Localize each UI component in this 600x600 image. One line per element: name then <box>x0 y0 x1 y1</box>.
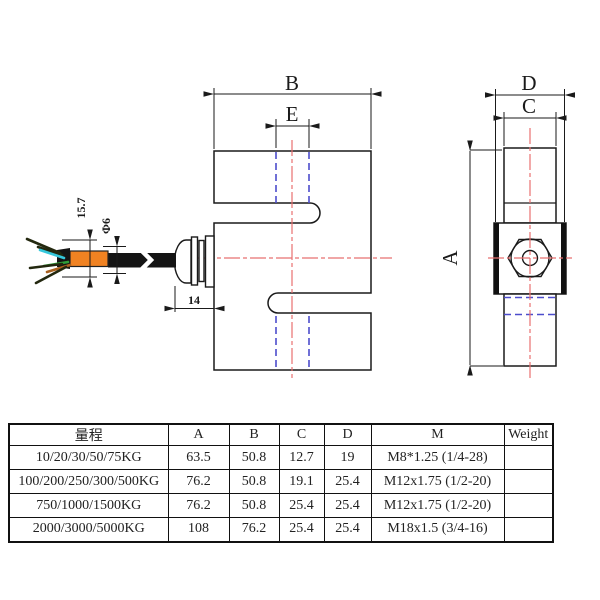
cell-a: 108 <box>167 517 230 542</box>
spec-table: 量程 A B C D M Weight 10/20/30/50/75KG 63.… <box>8 423 554 543</box>
dim-e <box>265 119 320 148</box>
dim-gland-length-label: 14 <box>188 293 200 307</box>
cell-d: 25.4 <box>323 469 372 494</box>
cable-sleeve <box>69 250 109 268</box>
dim-d <box>485 89 575 222</box>
cable-gland <box>173 235 215 288</box>
cable-break-symbol <box>139 248 155 272</box>
table-row: 10/20/30/50/75KG 63.5 50.8 12.7 19 M8*1.… <box>8 445 554 470</box>
cell-d: 19 <box>323 445 372 470</box>
cell-b: 76.2 <box>228 517 280 542</box>
cell-b: 50.8 <box>228 493 280 518</box>
wire-dark-1 <box>25 237 62 255</box>
cell-a: 63.5 <box>167 445 230 470</box>
loadcell-body-outline <box>213 150 372 371</box>
cell-c: 12.7 <box>278 445 325 470</box>
cable <box>108 253 176 268</box>
header-d: D <box>323 423 372 446</box>
dim-cable-length-label: 15.7 <box>74 198 88 219</box>
cell-m: M8*1.25 (1/4-28) <box>370 445 505 470</box>
cell-weight <box>503 517 554 542</box>
dim-c <box>493 112 567 146</box>
dim-b-label: B <box>285 71 299 95</box>
cell-m: M12x1.75 (1/2-20) <box>370 469 505 494</box>
side-view: B E 15.7 Φ6 <box>25 71 392 378</box>
dim-e-label: E <box>286 102 299 126</box>
dim-a-label: A <box>438 250 462 266</box>
cell-range: 750/1000/1500KG <box>8 493 169 518</box>
spec-table-header-row: 量程 A B C D M Weight <box>8 423 554 446</box>
dim-cable-diameter-label: Φ6 <box>99 218 113 234</box>
dim-cable-diameter <box>103 236 126 284</box>
cell-c: 19.1 <box>278 469 325 494</box>
header-weight: Weight <box>503 423 554 446</box>
table-row: 2000/3000/5000KG 108 76.2 25.4 25.4 M18x… <box>8 517 554 542</box>
cell-weight <box>503 469 554 494</box>
dim-c-label: C <box>522 94 536 118</box>
cell-c: 25.4 <box>278 517 325 542</box>
header-a: A <box>167 423 230 446</box>
wire-dark-3 <box>28 262 64 270</box>
table-row: 750/1000/1500KG 76.2 50.8 25.4 25.4 M12x… <box>8 493 554 518</box>
cell-weight <box>503 445 554 470</box>
cell-b: 50.8 <box>228 469 280 494</box>
cell-b: 50.8 <box>228 445 280 470</box>
dim-gland-length <box>164 286 225 312</box>
header-c: C <box>278 423 325 446</box>
cell-m: M18x1.5 (3/4-16) <box>370 517 505 542</box>
dim-b <box>203 88 382 149</box>
wires <box>25 237 72 285</box>
cell-range: 2000/3000/5000KG <box>8 517 169 542</box>
cell-a: 76.2 <box>167 493 230 518</box>
cell-a: 76.2 <box>167 469 230 494</box>
dim-d-label: D <box>521 71 536 95</box>
table-row: 100/200/250/300/500KG 76.2 50.8 19.1 25.… <box>8 469 554 494</box>
cell-d: 25.4 <box>323 493 372 518</box>
technical-drawing: B E 15.7 Φ6 <box>25 71 575 380</box>
centerlines-end <box>488 128 572 380</box>
end-view: D C A <box>438 71 575 380</box>
header-m: M <box>370 423 505 446</box>
cell-range: 10/20/30/50/75KG <box>8 445 169 470</box>
wire-dark-2 <box>36 245 64 257</box>
header-range: 量程 <box>8 423 169 446</box>
cell-m: M12x1.75 (1/2-20) <box>370 493 505 518</box>
cell-weight <box>503 493 554 518</box>
cell-c: 25.4 <box>278 493 325 518</box>
cell-d: 25.4 <box>323 517 372 542</box>
wire-dark-4 <box>34 265 68 285</box>
dim-a <box>467 140 503 376</box>
cell-range: 100/200/250/300/500KG <box>8 469 169 494</box>
wire-cyan <box>38 248 66 260</box>
dim-cable-length <box>62 229 97 288</box>
hidden-thread-lines <box>275 152 310 368</box>
header-b: B <box>228 423 280 446</box>
